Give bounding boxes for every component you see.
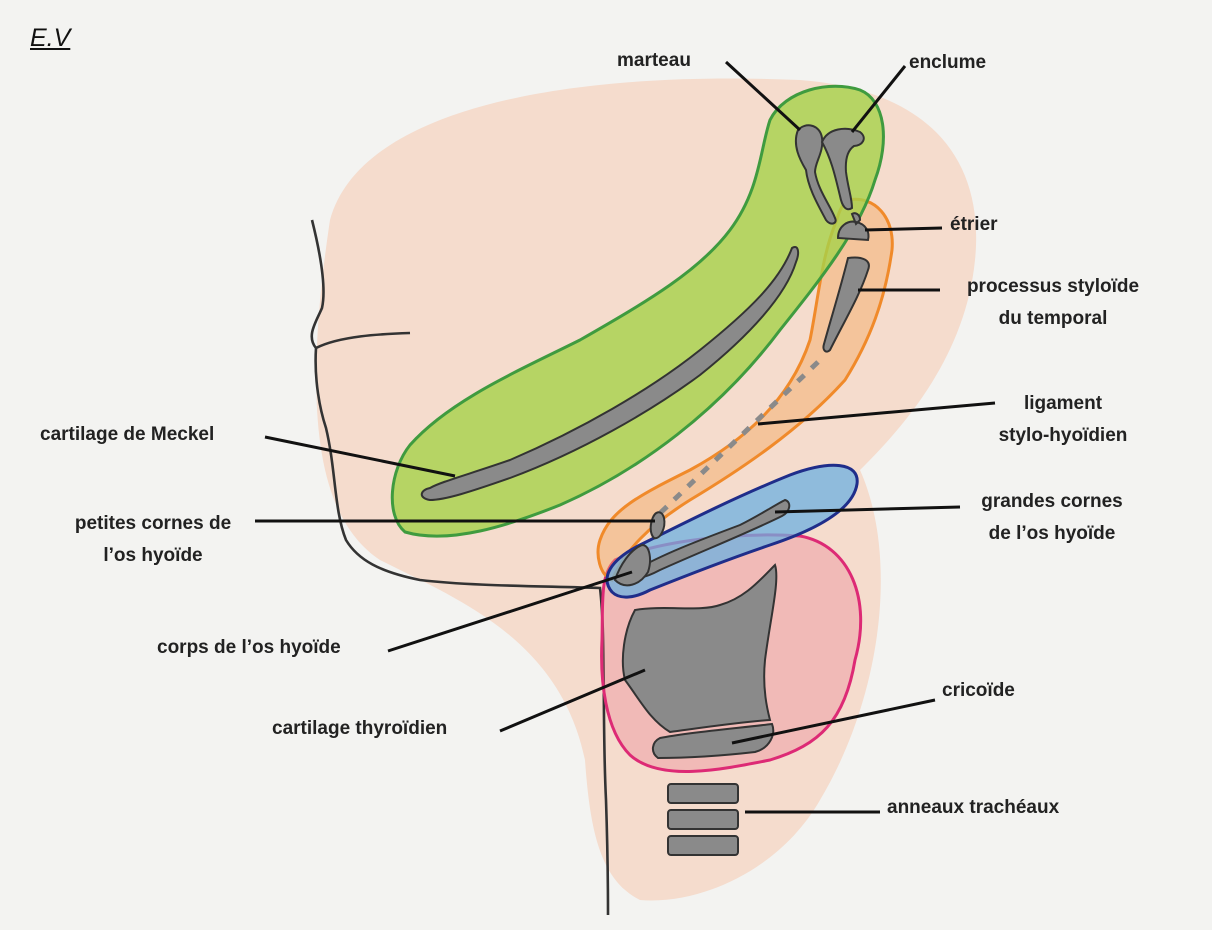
label-grandes-line1: grandes cornes	[962, 487, 1142, 517]
label-enclume: enclume	[909, 48, 986, 78]
label-thyroidien: cartilage thyroïdien	[272, 714, 447, 744]
tracheal-ring-3	[668, 836, 738, 855]
label-anneaux: anneaux trachéaux	[887, 793, 1059, 823]
label-petites-line2: l’os hyoïde	[48, 541, 258, 571]
tracheal-ring-1	[668, 784, 738, 803]
leader-etrier	[865, 228, 942, 230]
label-marteau: marteau	[617, 46, 691, 76]
author-initials: E.V	[30, 24, 70, 53]
label-petites-line1: petites cornes de	[48, 509, 258, 539]
label-ligament-line1: ligament	[993, 389, 1133, 419]
label-processus-line1: processus styloïde	[943, 272, 1163, 302]
label-cricoide: cricoïde	[942, 676, 1015, 706]
label-ligament-line2: stylo-hyoïdien	[993, 421, 1133, 451]
label-grandes-line2: de l’os hyoïde	[962, 519, 1142, 549]
tracheal-ring-2	[668, 810, 738, 829]
label-corps: corps de l’os hyoïde	[157, 633, 341, 663]
label-processus-line2: du temporal	[943, 304, 1163, 334]
label-meckel: cartilage de Meckel	[40, 420, 214, 450]
label-etrier: étrier	[950, 210, 998, 240]
